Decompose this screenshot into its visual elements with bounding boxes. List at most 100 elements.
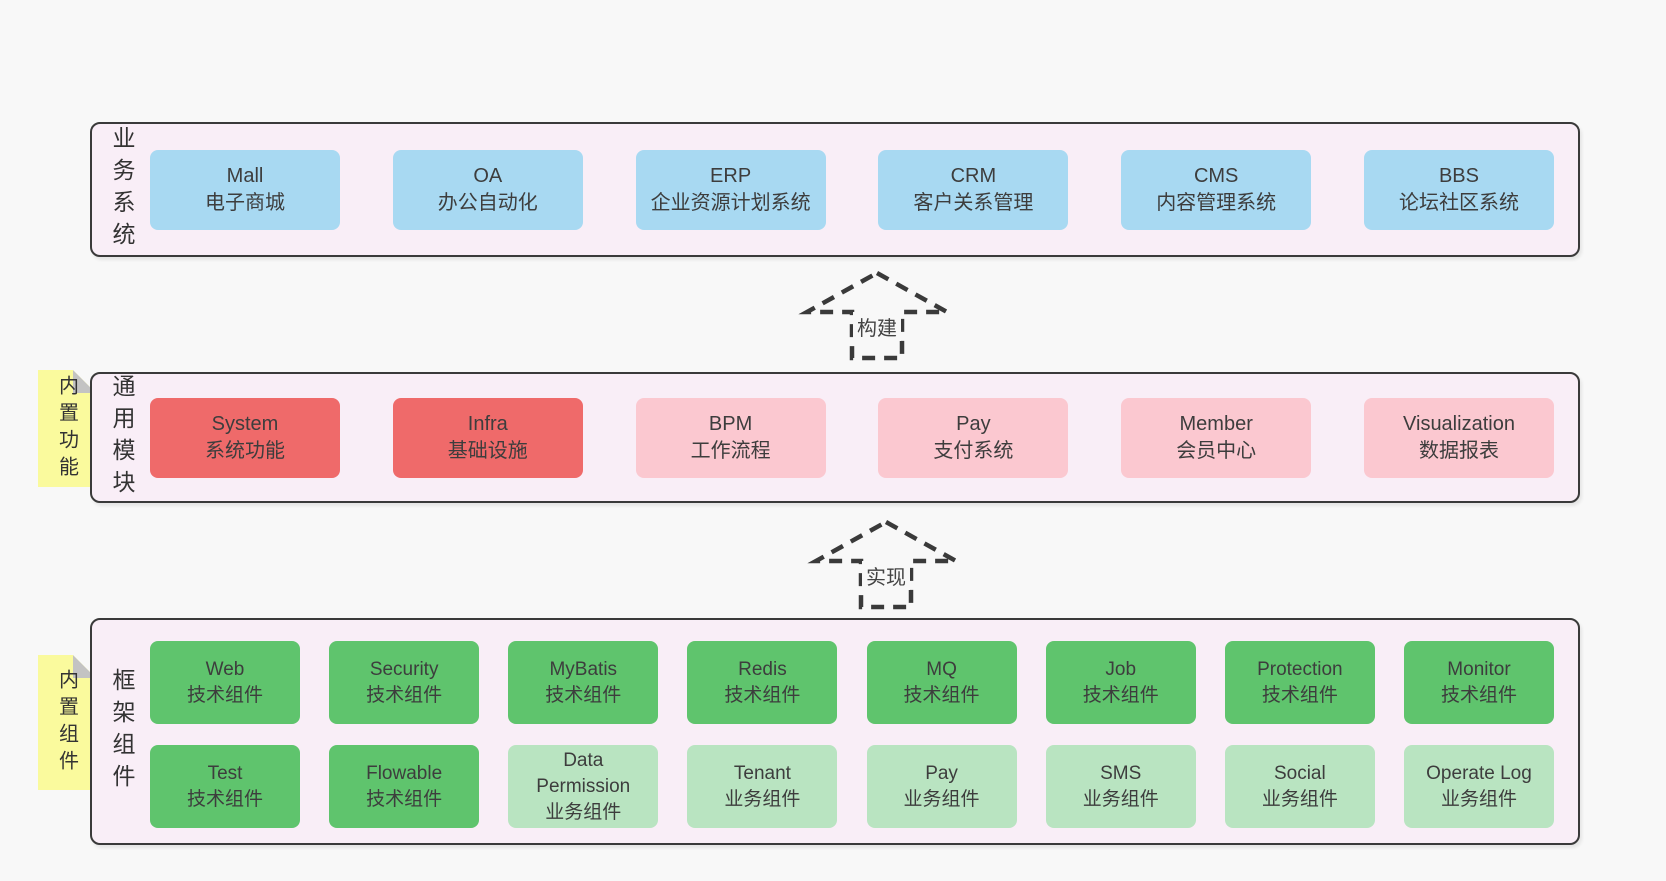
box-title: Tenant [733, 762, 791, 784]
box-title: Member [1179, 413, 1253, 435]
diagram-box-mq: MQ 技术组件 [866, 641, 1017, 724]
box-subtitle: 办公自动化 [437, 192, 538, 214]
box-title: Monitor [1447, 658, 1511, 680]
sticky-note-builtin-components: 内置组件 [38, 655, 96, 790]
diagram-box-sms: SMS 业务组件 [1045, 745, 1196, 828]
diagram-box-social: Social 业务组件 [1224, 745, 1375, 828]
box-title: Job [1105, 658, 1137, 680]
box-title: CRM [950, 165, 997, 187]
diagram-box-cms: CMS 内容管理系统 [1121, 150, 1312, 230]
diagram-box-data-permission: Data Permission 业务组件 [508, 745, 659, 828]
diagram-box-flowable: Flowable 技术组件 [329, 745, 480, 828]
diagram-box-redis: Redis 技术组件 [687, 641, 838, 724]
box-subtitle: 业务组件 [724, 788, 801, 810]
box-title: Protection [1257, 658, 1343, 680]
box-subtitle: 业务组件 [545, 801, 622, 823]
box-subtitle: 技术组件 [1082, 684, 1159, 706]
box-title: Redis [738, 658, 787, 680]
box-title: SMS [1100, 762, 1142, 784]
sticky-label: 内置组件 [55, 668, 78, 777]
section-side-label: 业务系统 [109, 125, 135, 254]
diagram-box-crm: CRM 客户关系管理 [878, 150, 1069, 230]
box-title: Pay [956, 413, 991, 435]
box-title: MQ [926, 658, 957, 680]
diagram-box-tenant: Tenant 业务组件 [687, 745, 838, 828]
diagram-box-bpm: BPM 工作流程 [635, 398, 826, 478]
diagram-box-test: Test 技术组件 [150, 745, 300, 828]
box-title: ERP [710, 165, 752, 187]
arrow-label: 实现 [862, 561, 910, 590]
box-subtitle: 技术组件 [903, 684, 980, 706]
section-framework-components: 框架组件 Web 技术组件 Security 技术组件 MyBatis 技术组件… [90, 618, 1580, 845]
box-subtitle: 会员中心 [1176, 440, 1257, 462]
box-subtitle: 电子商城 [205, 192, 285, 214]
box-title: System [211, 413, 279, 435]
box-title: Visualization [1403, 413, 1515, 435]
box-title: BBS [1438, 165, 1479, 187]
arrow-label: 构建 [853, 312, 901, 341]
box-title: Data Permission [536, 749, 631, 797]
box-subtitle: 数据报表 [1418, 440, 1499, 462]
diagram-box-monitor: Monitor 技术组件 [1403, 641, 1554, 724]
box-subtitle: 业务组件 [1261, 788, 1338, 810]
section-business-systems: 业务系统 Mall 电子商城 OA 办公自动化 ERP 企业资源计划系统 CRM… [90, 122, 1580, 257]
diagram-box-erp: ERP 企业资源计划系统 [635, 150, 826, 230]
diagram-box-pay-component: Pay 业务组件 [866, 745, 1017, 828]
section-common-modules: 通用模块 System 系统功能 Infra 基础设施 BPM 工作流程 Pay… [90, 372, 1580, 503]
box-title: OA [473, 165, 503, 187]
diagram-box-security: Security 技术组件 [329, 641, 480, 724]
diagram-box-pay: Pay 支付系统 [878, 398, 1069, 478]
box-row: Test 技术组件 Flowable 技术组件 Data Permission … [150, 745, 1554, 828]
section-side-label: 框架组件 [109, 667, 135, 796]
box-subtitle: 技术组件 [186, 788, 263, 810]
diagram-box-mybatis: MyBatis 技术组件 [508, 641, 659, 724]
diagram-box-bbs: BBS 论坛社区系统 [1363, 150, 1554, 230]
box-subtitle: 技术组件 [366, 788, 443, 810]
dashed-up-arrow-implement: 实现 [806, 517, 966, 613]
box-subtitle: 工作流程 [690, 440, 771, 462]
box-row: Mall 电子商城 OA 办公自动化 ERP 企业资源计划系统 CRM 客户关系… [150, 150, 1554, 230]
diagram-box-protection: Protection 技术组件 [1224, 641, 1375, 724]
box-title: CMS [1193, 165, 1239, 187]
box-row: System 系统功能 Infra 基础设施 BPM 工作流程 Pay 支付系统… [150, 398, 1554, 478]
diagram-box-mall: Mall 电子商城 [150, 150, 340, 230]
diagram-box-member: Member 会员中心 [1121, 398, 1312, 478]
box-title: MyBatis [549, 658, 618, 680]
box-subtitle: 系统功能 [205, 440, 285, 462]
box-subtitle: 基础设施 [447, 440, 528, 462]
box-subtitle: 技术组件 [1261, 684, 1338, 706]
box-title: Social [1273, 762, 1326, 784]
box-title: Operate Log [1426, 762, 1532, 784]
diagram-box-system: System 系统功能 [150, 398, 340, 478]
box-subtitle: 支付系统 [933, 440, 1014, 462]
box-subtitle: 论坛社区系统 [1398, 192, 1519, 214]
box-title: Pay [925, 762, 958, 784]
box-title: Mall [226, 165, 264, 187]
box-subtitle: 技术组件 [186, 684, 263, 706]
box-title: BPM [708, 413, 753, 435]
box-subtitle: 技术组件 [724, 684, 801, 706]
box-subtitle: 业务组件 [903, 788, 980, 810]
box-subtitle: 企业资源计划系统 [650, 192, 811, 214]
diagram-box-operate-log: Operate Log 业务组件 [1403, 745, 1554, 828]
dashed-up-arrow-build: 构建 [797, 268, 957, 364]
box-title: Test [207, 762, 243, 784]
section-side-label: 通用模块 [109, 373, 135, 502]
box-title: Web [205, 658, 245, 680]
box-subtitle: 技术组件 [366, 684, 443, 706]
diagram-box-infra: Infra 基础设施 [392, 398, 583, 478]
box-subtitle: 客户关系管理 [913, 192, 1034, 214]
box-subtitle: 业务组件 [1440, 788, 1517, 810]
sticky-note-builtin-features: 内置功能 [38, 370, 96, 487]
box-row: Web 技术组件 Security 技术组件 MyBatis 技术组件 Redi… [150, 641, 1554, 724]
box-subtitle: 技术组件 [1440, 684, 1517, 706]
box-title: Infra [467, 413, 508, 435]
box-title: Flowable [366, 762, 443, 784]
diagram-box-oa: OA 办公自动化 [392, 150, 583, 230]
sticky-label: 内置功能 [55, 374, 78, 483]
diagram-box-visualization: Visualization 数据报表 [1363, 398, 1554, 478]
diagram-box-job: Job 技术组件 [1045, 641, 1196, 724]
box-title: Security [369, 658, 439, 680]
box-subtitle: 技术组件 [545, 684, 622, 706]
